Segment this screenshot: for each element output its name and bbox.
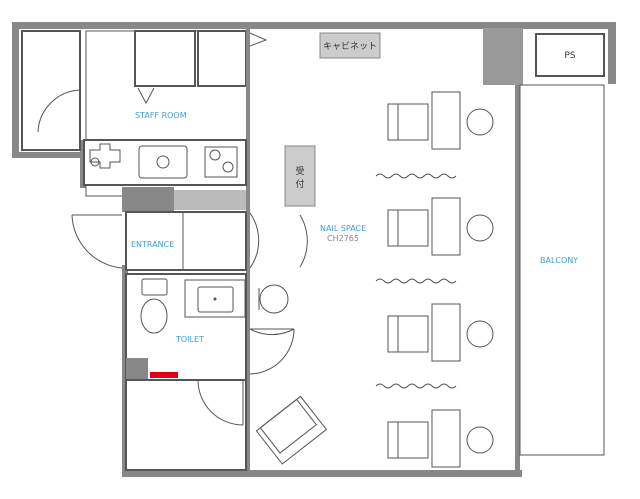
balcony <box>519 84 605 456</box>
closet <box>21 30 81 151</box>
chair-icon <box>258 284 289 314</box>
cabinet <box>319 32 381 59</box>
stove-icon <box>204 146 238 178</box>
nail-station <box>387 409 494 468</box>
toilet-label: TOILET <box>175 335 204 344</box>
sofa-icon <box>255 395 328 465</box>
balcony-label: BALCONY <box>540 256 578 265</box>
entrance-label: ENTRANCE <box>131 240 174 249</box>
reception-label-1: 受 <box>295 165 304 177</box>
washbasin-icon <box>197 286 234 313</box>
ps-label: PS <box>564 51 575 61</box>
ps-box <box>535 33 605 77</box>
nail-station <box>387 91 494 150</box>
nail-space-code: CH2765 <box>327 234 359 243</box>
entrance-area <box>125 211 247 271</box>
nail-stations <box>375 91 494 468</box>
staff-room-label: STAFF ROOM <box>135 111 187 120</box>
cabinet-label: キャビネット <box>323 41 377 52</box>
reception-label-2: 付 <box>295 179 304 190</box>
faucet-icon <box>89 143 121 169</box>
outer-walls <box>12 22 616 477</box>
nail-space-label: NAIL SPACE <box>320 224 366 233</box>
nail-station <box>387 303 494 362</box>
door-swing <box>37 89 81 133</box>
toilet-icon <box>140 278 168 334</box>
reception-desk <box>284 145 316 207</box>
alert-marker <box>150 372 178 378</box>
sink-icon <box>138 145 188 179</box>
nail-station <box>387 197 494 256</box>
